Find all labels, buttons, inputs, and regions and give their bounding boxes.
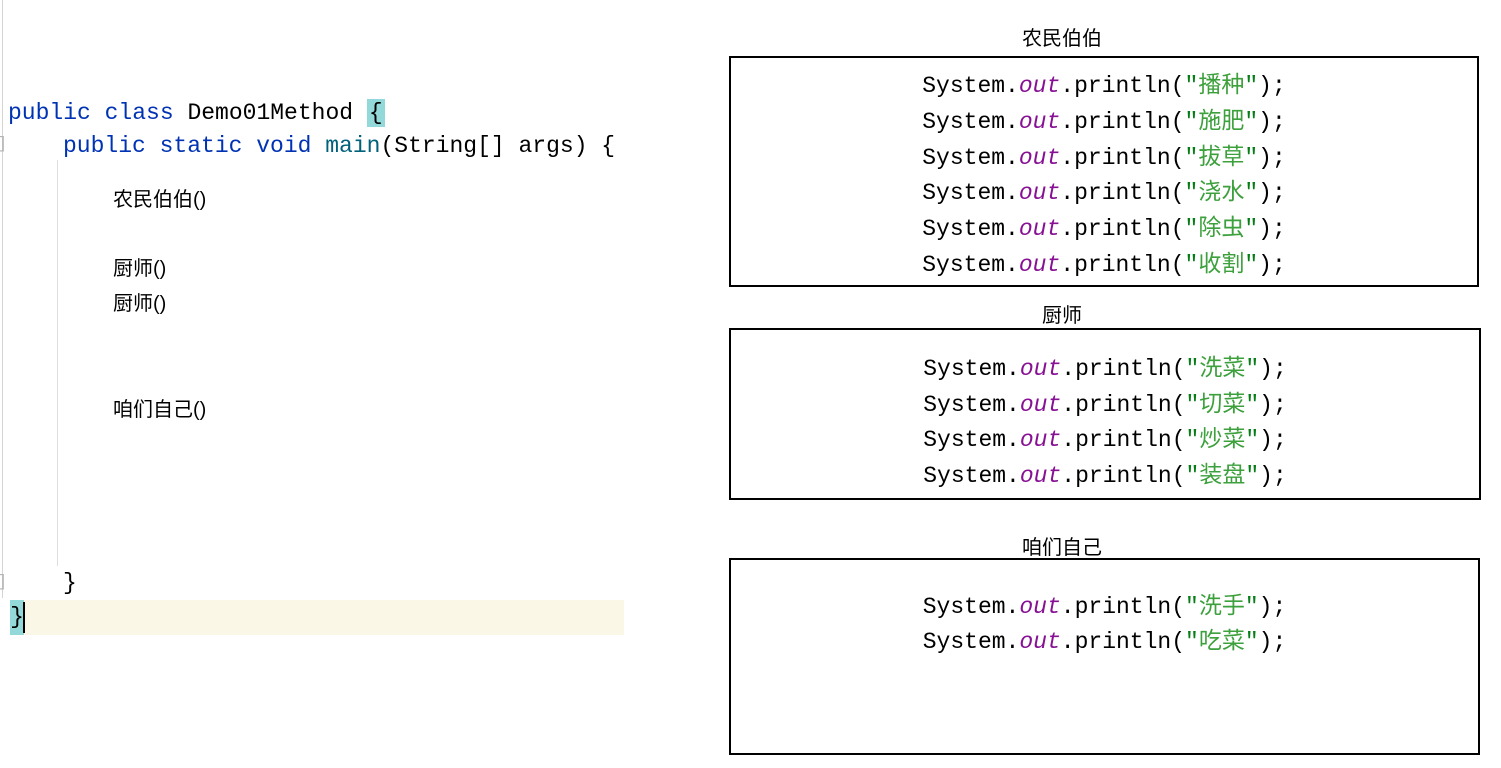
println-statement: System.out.println("除虫");: [922, 214, 1286, 243]
println-statement: System.out.println("浇水");: [922, 178, 1286, 207]
panel-title-ourselves: 咱们自己: [1022, 537, 1102, 559]
println-statement: System.out.println("炒菜");: [923, 425, 1287, 454]
println-statement: System.out.println("拔草");: [922, 142, 1286, 171]
indent-guide: [57, 160, 58, 566]
text-cursor: [23, 602, 25, 633]
annotation-box-ourselves: System.out.println("洗手"); System.out.prin…: [729, 558, 1480, 755]
fold-marker-icon: ]: [0, 136, 7, 153]
panel-title-farmer: 农民伯伯: [1022, 28, 1102, 50]
println-statement: System.out.println("施肥");: [922, 106, 1286, 135]
matched-brace: }: [10, 600, 24, 635]
code-editor[interactable]: ] ] public class Demo01Method { public s…: [0, 0, 700, 768]
code-line-main-decl[interactable]: public static void main(String[] args) {: [63, 133, 616, 159]
caret-line[interactable]: }: [10, 600, 624, 635]
annotation-box-cook: System.out.println("洗菜"); System.out.prin…: [729, 328, 1481, 500]
println-statement: System.out.println("洗菜");: [923, 354, 1287, 382]
println-statement: System.out.println("播种");: [922, 71, 1286, 99]
println-statement: System.out.println("吃菜");: [922, 627, 1287, 655]
code-block-ourselves: System.out.println("洗手"); System.out.prin…: [731, 589, 1478, 659]
code-line-call-ourselves[interactable]: 咱们自己(): [113, 399, 207, 421]
code-block-farmer: System.out.println("播种"); System.out.prin…: [731, 68, 1477, 283]
println-statement: System.out.println("收割");: [922, 249, 1286, 278]
println-statement: System.out.println("切菜");: [923, 389, 1287, 418]
panel-title-cook: 厨师: [1042, 305, 1082, 327]
code-line-call-farmer[interactable]: 农民伯伯(): [113, 189, 207, 211]
println-statement: System.out.println("洗手");: [922, 592, 1287, 620]
annotation-box-farmer: System.out.println("播种"); System.out.prin…: [729, 56, 1479, 287]
println-statement: System.out.println("装盘");: [923, 461, 1287, 490]
gutter-divider: [2, 0, 3, 598]
code-line-call-cook-1[interactable]: 厨师(): [113, 258, 167, 280]
code-line-call-cook-2[interactable]: 厨师(): [113, 293, 167, 315]
fold-marker-icon: ]: [0, 574, 7, 591]
code-line-close-brace[interactable]: }: [63, 570, 77, 596]
code-line-class-decl[interactable]: public class Demo01Method {: [8, 99, 385, 127]
code-block-cook: System.out.println("洗菜"); System.out.prin…: [731, 351, 1479, 494]
